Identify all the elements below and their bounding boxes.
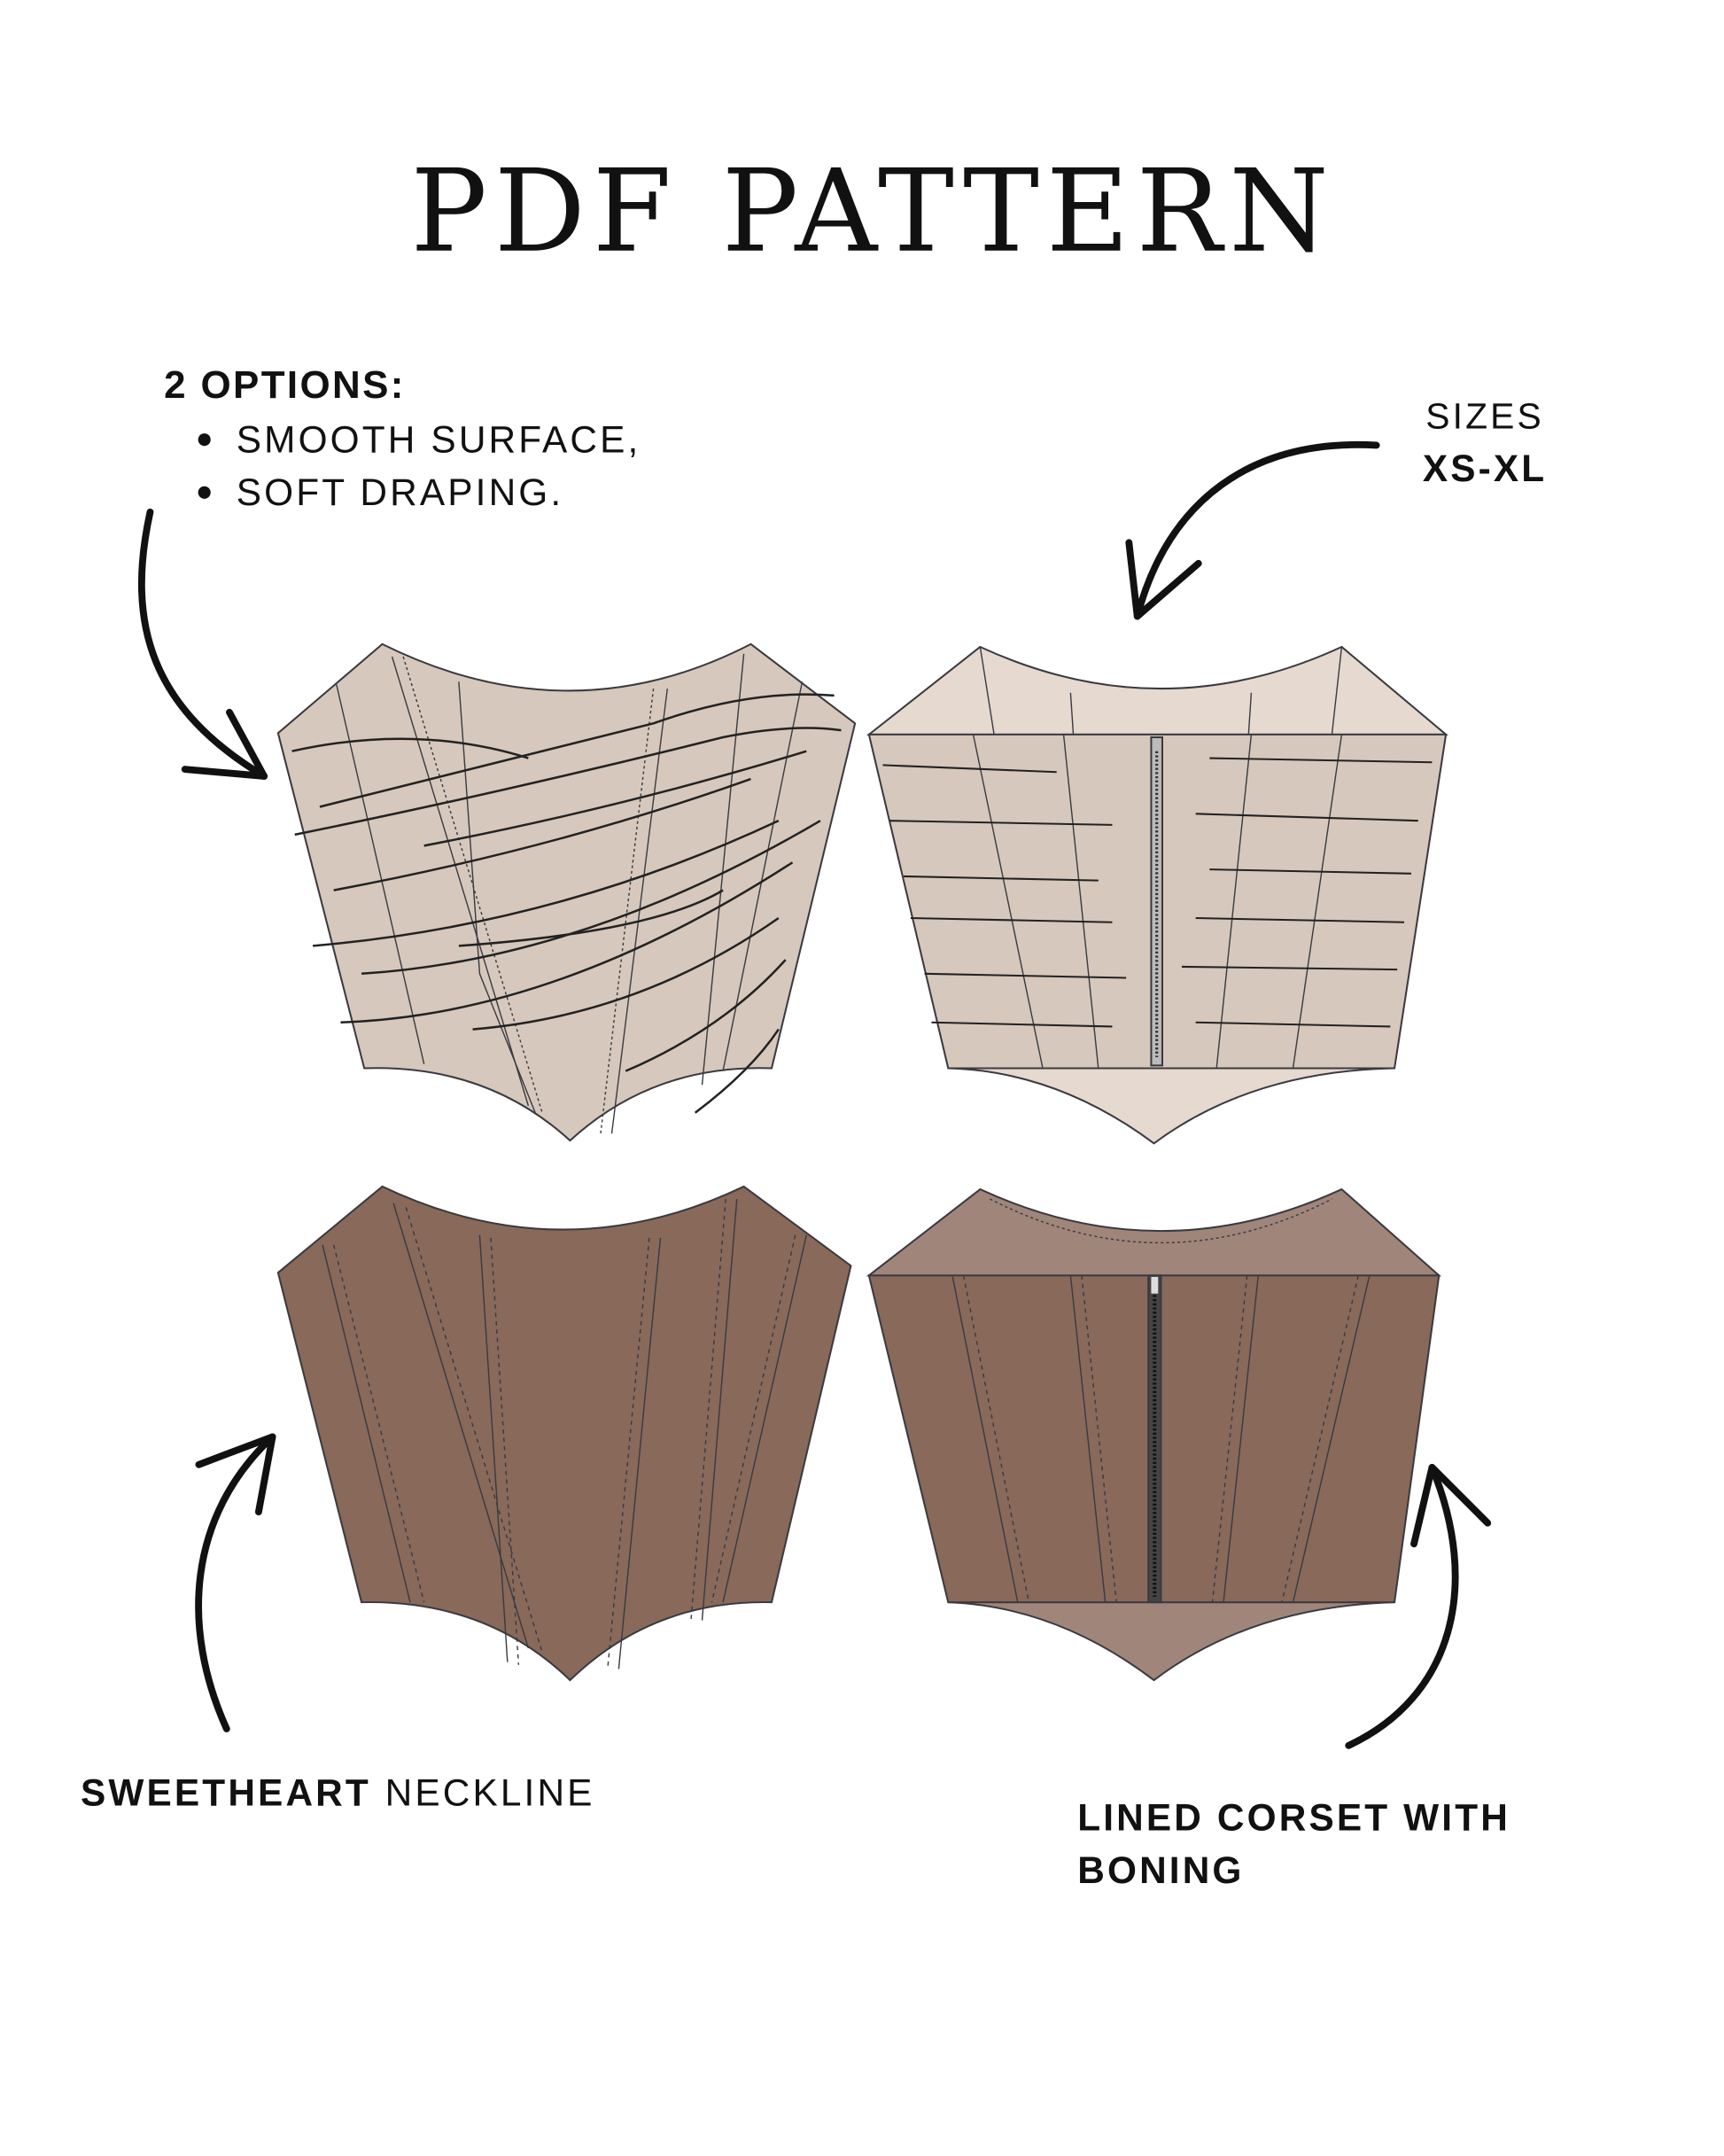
- lined-label-line2: BONING: [1077, 1849, 1244, 1891]
- arrow-icon: [1125, 440, 1380, 620]
- arrow-icon: [138, 508, 268, 780]
- sizes-range: XS-XL: [1423, 448, 1547, 489]
- zipper-icon: [1150, 736, 1164, 1067]
- option-item: SOFT DRAPING.: [237, 471, 564, 513]
- sizes-label: SIZES: [1425, 396, 1544, 437]
- page-title: PDF PATTERN: [410, 146, 1335, 278]
- corset-draped-front: [276, 642, 857, 1142]
- bullet-icon: [198, 433, 211, 447]
- corset-draped-back: [866, 645, 1448, 1145]
- options-heading: 2 OPTIONS:: [164, 363, 406, 407]
- lined-label-line1: LINED CORSET WITH: [1077, 1797, 1510, 1839]
- corset-smooth-front: [276, 1185, 852, 1682]
- option-item: SMOOTH SURFACE,: [237, 418, 641, 460]
- arrow-icon: [195, 1433, 276, 1732]
- zipper-icon: [1147, 1274, 1162, 1604]
- corset-smooth-back: [866, 1187, 1441, 1682]
- bullet-icon: [198, 486, 211, 499]
- arrow-icon: [1345, 1463, 1492, 1749]
